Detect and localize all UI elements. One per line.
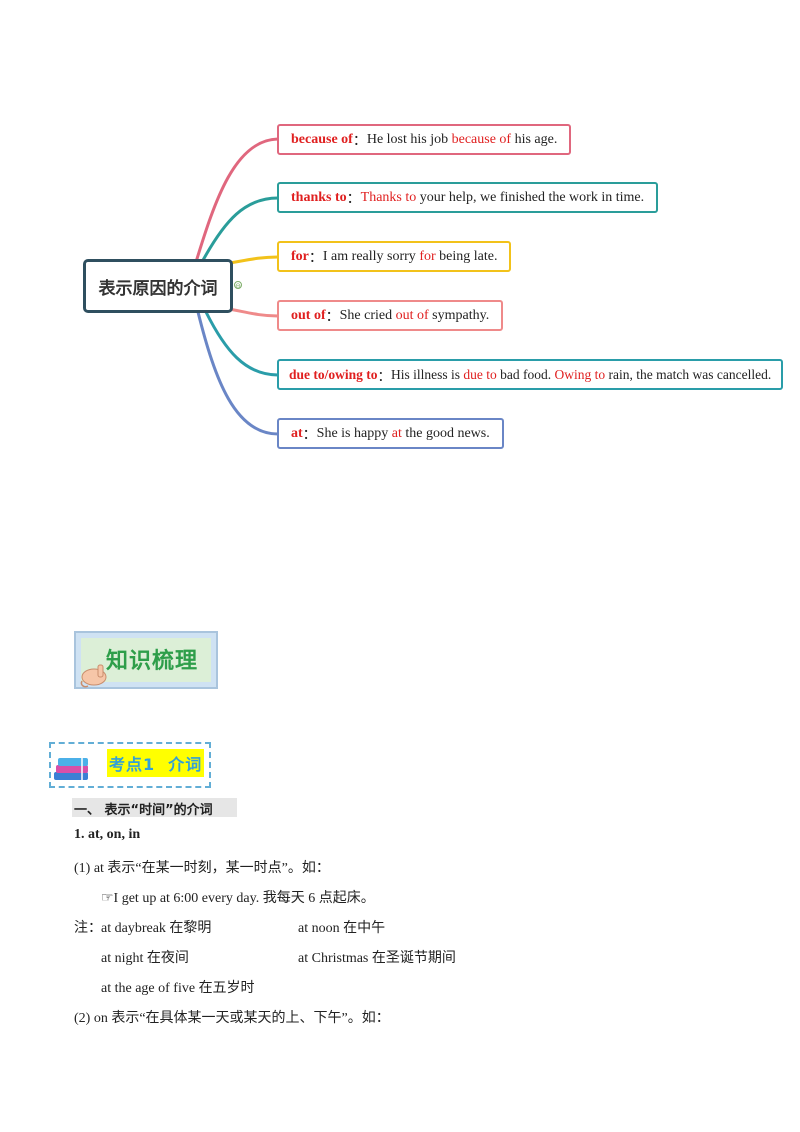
branch-keyword: due to/owing to (289, 366, 378, 382)
branch-text: being late. (435, 248, 498, 264)
center-node-label: 表示原因的介词 (98, 278, 218, 299)
note-item: at Christmas 在圣诞节期间 (298, 951, 456, 966)
branch-out-of: out of ： She cried out of sympathy. (277, 300, 504, 331)
paragraph-at: (1) at 表示“在某一时刻，某一时点”。如： (74, 861, 330, 876)
example-sentence: ☞I get up at 6:00 every day. 我每天 6 点起床。 (101, 891, 375, 906)
branch-text: His illness is (391, 366, 464, 382)
branch-separator: ： (308, 250, 323, 266)
branch-at: at ： She is happy at the good news. (277, 418, 504, 449)
connector-at (196, 311, 279, 436)
branch-text: He lost his job (366, 131, 452, 147)
branch-for: for ： I am really sorry for being late. (277, 241, 512, 272)
kaodian-box (49, 742, 211, 788)
hand-pointer-icon (80, 664, 107, 688)
subheading-at-on-in: 1. at, on, in (74, 827, 141, 842)
branch-highlight: out of (395, 307, 429, 323)
branch-separator: ： (346, 191, 361, 207)
connector-thanks-to (200, 196, 279, 263)
branch-text: I am really sorry (322, 248, 420, 264)
collapse-icon[interactable]: ⊖ (234, 281, 242, 290)
connector-because-of (194, 137, 279, 263)
heading-highlight (72, 798, 237, 817)
branch-text: She is happy (316, 425, 392, 441)
note-item: at noon 在中午 (298, 921, 386, 936)
note-label: 注： (74, 921, 102, 936)
mindmap-center-node: 表示原因的介词 (83, 259, 233, 313)
kaodian-label: 考点1 介词 (107, 749, 205, 777)
branch-highlight: Owing to (554, 366, 606, 382)
branch-highlight: because of (451, 131, 512, 147)
branch-separator: ： (302, 427, 317, 443)
branch-text: your help, we finished the work in time. (416, 189, 645, 205)
note-item: at night 在夜间 (101, 951, 189, 966)
branch-thanks-to: thanks to ： Thanks to your help, we fini… (277, 182, 659, 213)
banner-title: 知识梳理 (106, 649, 199, 674)
connector-due-to (204, 311, 279, 377)
branch-separator: ： (352, 133, 367, 149)
note-item: at daybreak 在黎明 (101, 921, 212, 936)
branch-keyword: at (291, 425, 303, 441)
branch-text: his age. (511, 131, 558, 147)
branch-because-of: because of ： He lost his job because of … (277, 124, 572, 155)
branch-text: She cried (339, 307, 396, 323)
branch-keyword: for (291, 248, 309, 264)
section-heading: 一、 表示“时间”的介词 (74, 803, 213, 818)
branch-highlight: Thanks to (360, 189, 417, 205)
books-icon (54, 758, 88, 780)
branch-keyword: because of (291, 131, 353, 147)
branch-keyword: out of (291, 307, 326, 323)
branch-keyword: thanks to (291, 189, 347, 205)
branch-highlight: due to (463, 366, 497, 382)
branch-text: sympathy. (428, 307, 490, 323)
branch-text: bad food. (496, 366, 555, 382)
branch-highlight: at (391, 425, 402, 441)
mindmap-connectors (194, 137, 279, 436)
branch-separator: ： (377, 368, 392, 384)
branch-text: rain, the match was cancelled. (605, 366, 772, 382)
branch-due-to: due to/owing to ： His illness is due to … (277, 359, 784, 390)
paragraph-on: (2) on 表示“在具体某一天或某天的上、下午”。如： (74, 1011, 390, 1026)
note-item: at the age of five 在五岁时 (101, 981, 255, 996)
branch-highlight: for (419, 248, 436, 264)
branch-text: the good news. (401, 425, 490, 441)
branch-separator: ： (325, 309, 340, 325)
knowledge-banner: 知识梳理 (74, 631, 218, 689)
